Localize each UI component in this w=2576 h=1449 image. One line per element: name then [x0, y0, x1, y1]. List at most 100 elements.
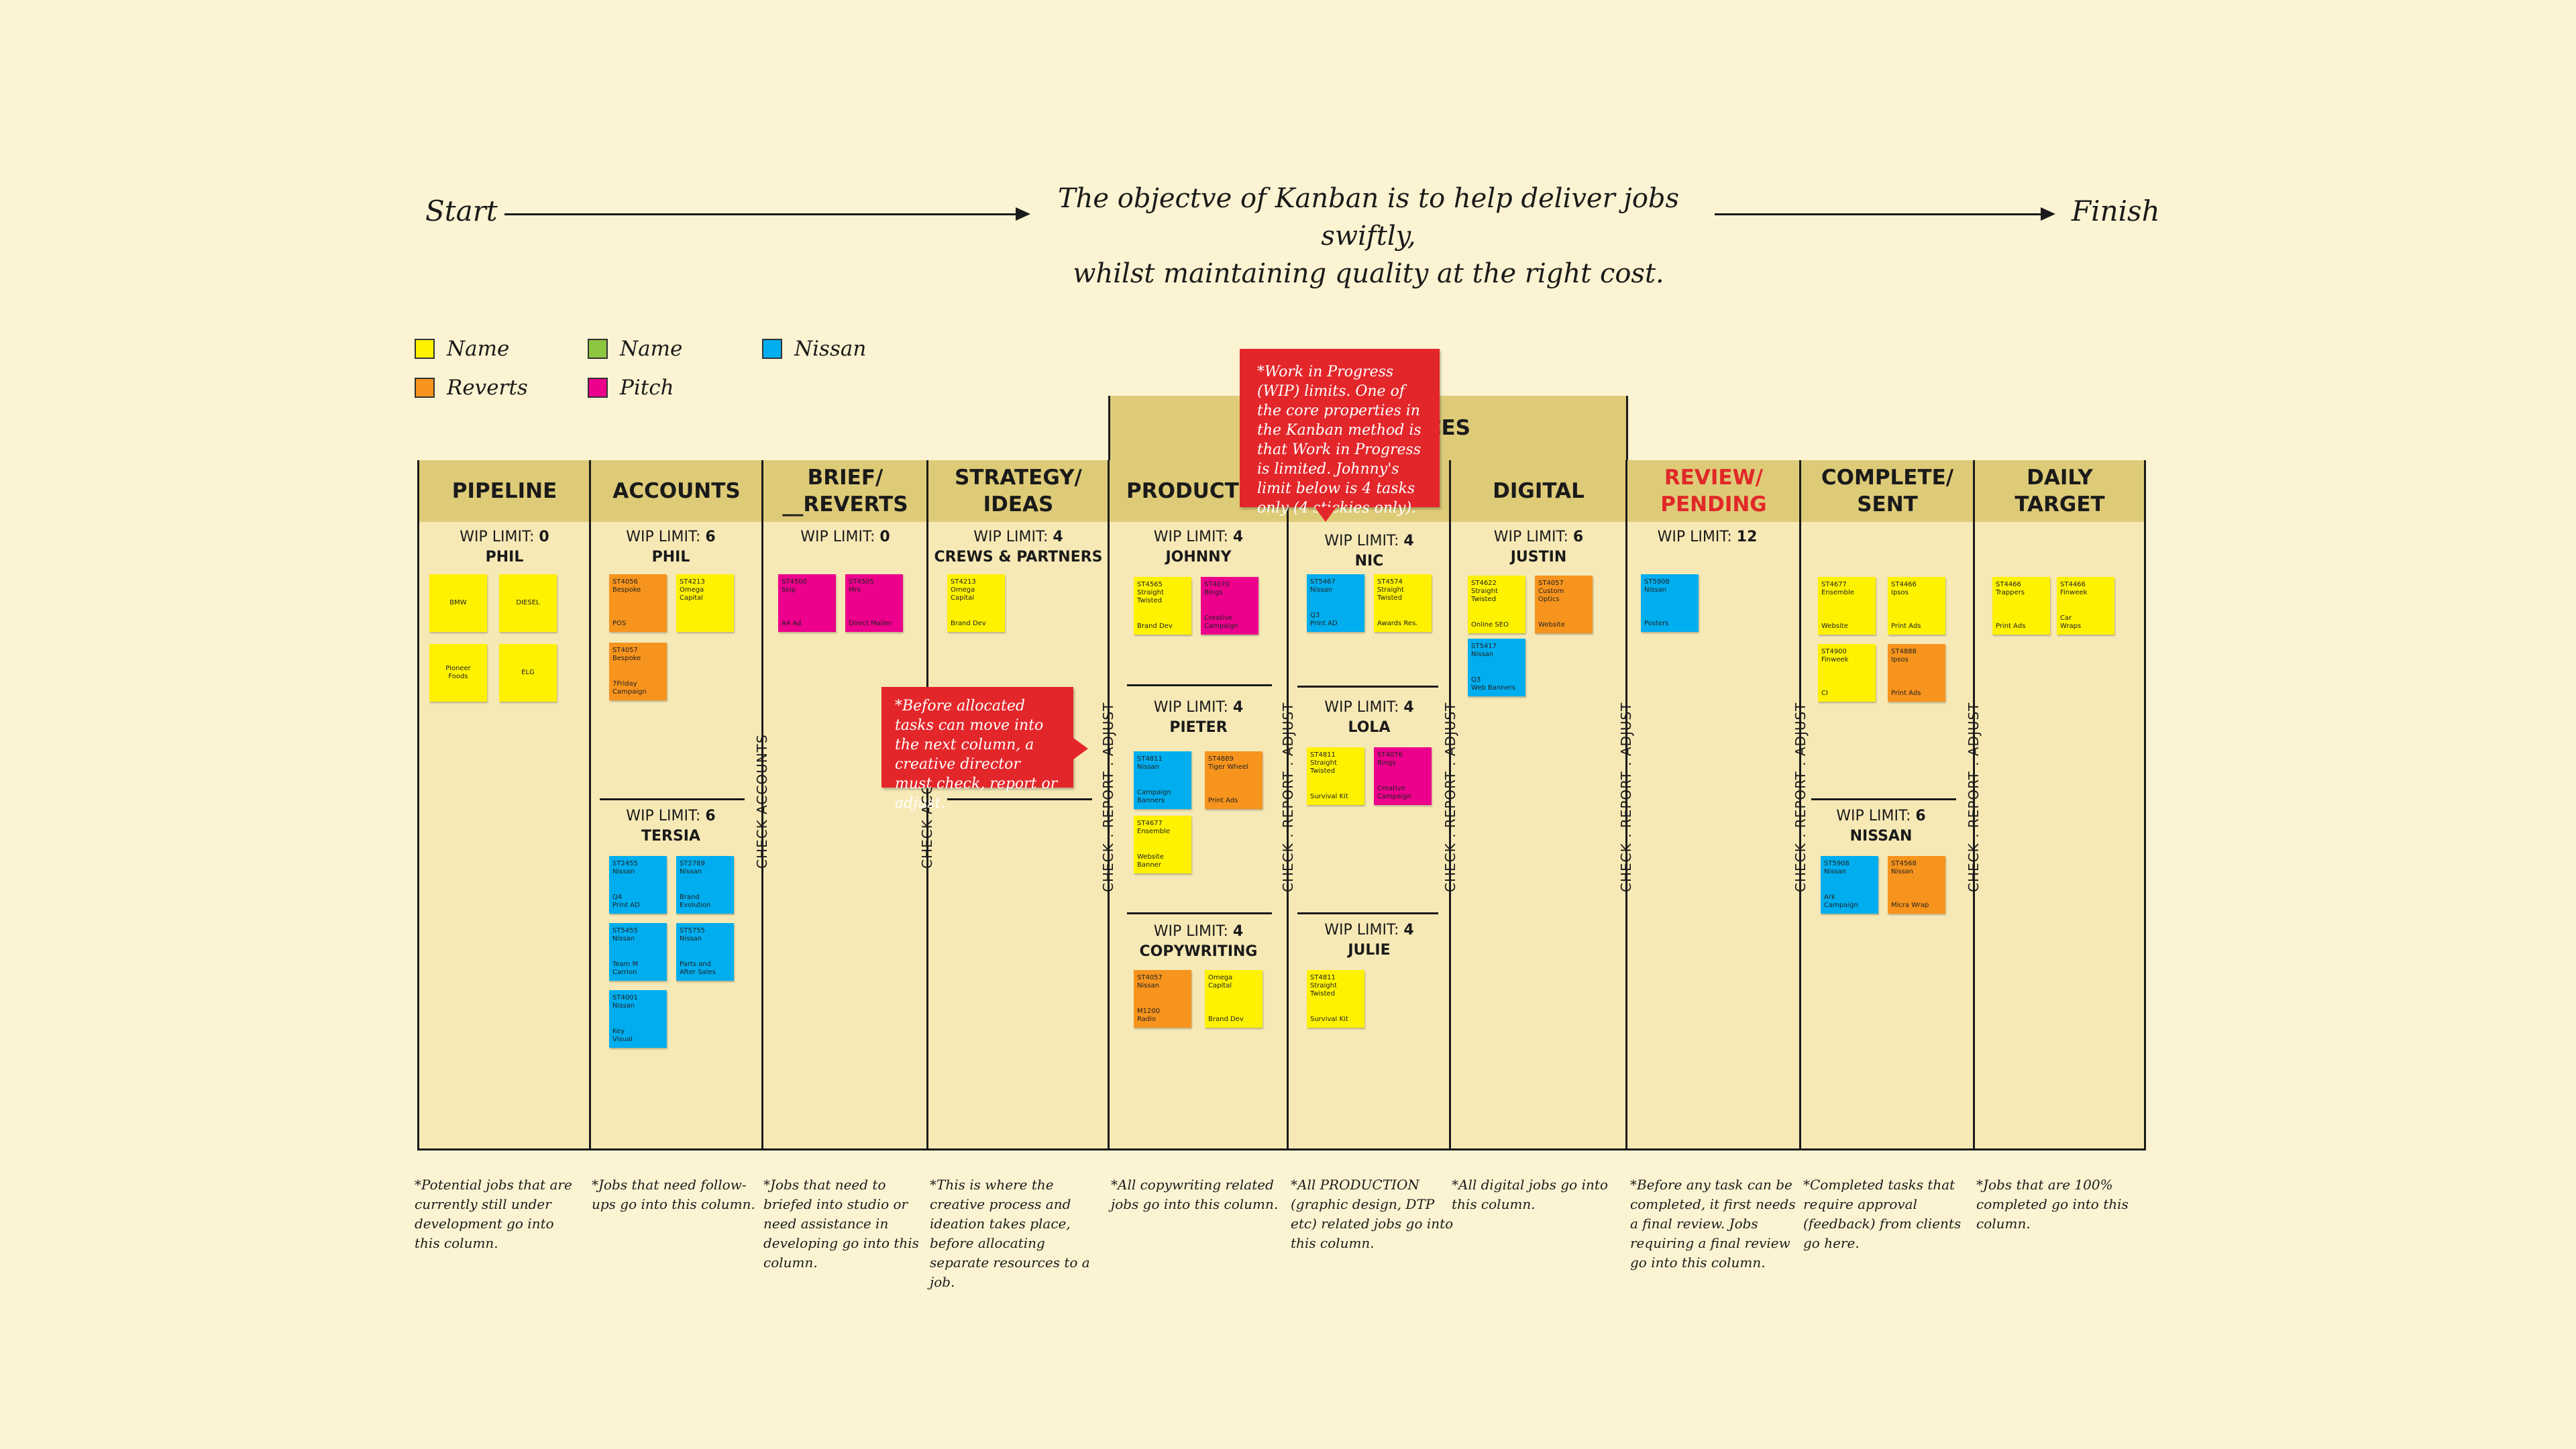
column-title: SENT — [1857, 492, 1918, 517]
sticky-task: Print Ads — [1891, 623, 1921, 630]
legend-swatch-orange — [415, 378, 435, 398]
sticky-note[interactable]: ELG — [499, 644, 557, 702]
sticky-text: ST4677 Ensemble — [1821, 581, 1855, 596]
wip-value: 6 — [1572, 529, 1584, 545]
column-divider — [417, 460, 419, 1150]
wip-value: 4 — [1232, 529, 1244, 545]
sticky-task: CI — [1821, 690, 1828, 697]
wip-label: WIP LIMIT: — [1657, 529, 1732, 545]
legend-swatch-yellow — [415, 339, 435, 359]
wip-label: WIP LIMIT: — [1153, 529, 1228, 545]
sticky-text: ST4070 Bings — [1204, 581, 1230, 596]
sticky-task: Q4 Print AD — [612, 894, 640, 909]
column-title: DAILY — [2027, 466, 2093, 490]
column-title: PIPELINE — [451, 479, 557, 503]
sticky-task: Brand Evolution — [680, 894, 711, 909]
sticky-task: Posters — [1644, 620, 1669, 627]
sticky-note[interactable]: ST5417 Nissan Q3 Web Banners — [1468, 639, 1525, 696]
sticky-task: M1200 Radio — [1137, 1008, 1161, 1023]
sticky-task: Q3 Web Banners — [1471, 676, 1516, 692]
column-note-strategy: *This is where the creative process and … — [930, 1177, 1090, 1290]
sticky-text: ST4888 Ipsos — [1891, 648, 1917, 663]
sticky-task: Key Visual — [612, 1028, 633, 1043]
column-header-complete: COMPLETE/SENT — [1801, 460, 1974, 522]
lane-separator — [947, 798, 1092, 800]
column-title: STRATEGY/ — [955, 466, 1082, 490]
flow-finish-label: Finish — [2072, 195, 2160, 227]
sticky-task: Online SEO — [1471, 621, 1509, 629]
sticky-text: ST5908 Nissan — [1644, 578, 1670, 594]
sticky-task: POS — [612, 620, 627, 627]
sticky-task: Team M Carrion — [612, 961, 639, 976]
lane-separator — [1297, 912, 1438, 914]
sticky-note[interactable]: ST4213 Omega Capital — [676, 574, 734, 632]
sticky-note[interactable]: BMW — [429, 574, 487, 632]
legend-swatch-pink — [588, 378, 608, 398]
sticky-text: ST4565 Straight Twisted — [1137, 581, 1164, 604]
legend-label: Nissan — [794, 337, 867, 361]
sticky-text: ST4466 Finweek — [2060, 581, 2088, 596]
sticky-note[interactable]: Pioneer Foods — [429, 644, 487, 702]
sticky-note[interactable]: DIESEL — [499, 574, 557, 632]
sticky-text: ST5417 Nissan — [1471, 643, 1497, 658]
sticky-task: Creative Campaign — [1204, 614, 1238, 630]
sticky-text: Omega Capital — [1208, 974, 1233, 989]
wip-value: 4 — [1403, 533, 1414, 549]
sticky-task: Brand Dev — [1137, 623, 1173, 630]
check-report-callout: *Before allocated tasks can move into th… — [881, 687, 1088, 812]
sticky-text: ST4466 Ipsos — [1891, 581, 1917, 596]
column-title: COMPLETE/ — [1821, 466, 1954, 490]
wip-value: 0 — [879, 529, 890, 545]
wip-label: WIP LIMIT: — [460, 529, 535, 545]
board-bottom-line — [417, 1148, 2146, 1150]
legend-label: Name — [447, 337, 510, 361]
wip-label: WIP LIMIT: — [1153, 923, 1228, 940]
column-divider — [1625, 460, 1627, 1150]
sticky-text: ST4811 Nissan — [1137, 755, 1163, 771]
column-title: BRIEF/ — [807, 466, 883, 490]
column-note-accounts: *Jobs that need follow-ups go into this … — [592, 1177, 755, 1212]
sticky-task: Print Ads — [1891, 690, 1921, 697]
sticky-task: Brand Dev — [1208, 1016, 1244, 1023]
column-divider — [1287, 460, 1289, 1150]
